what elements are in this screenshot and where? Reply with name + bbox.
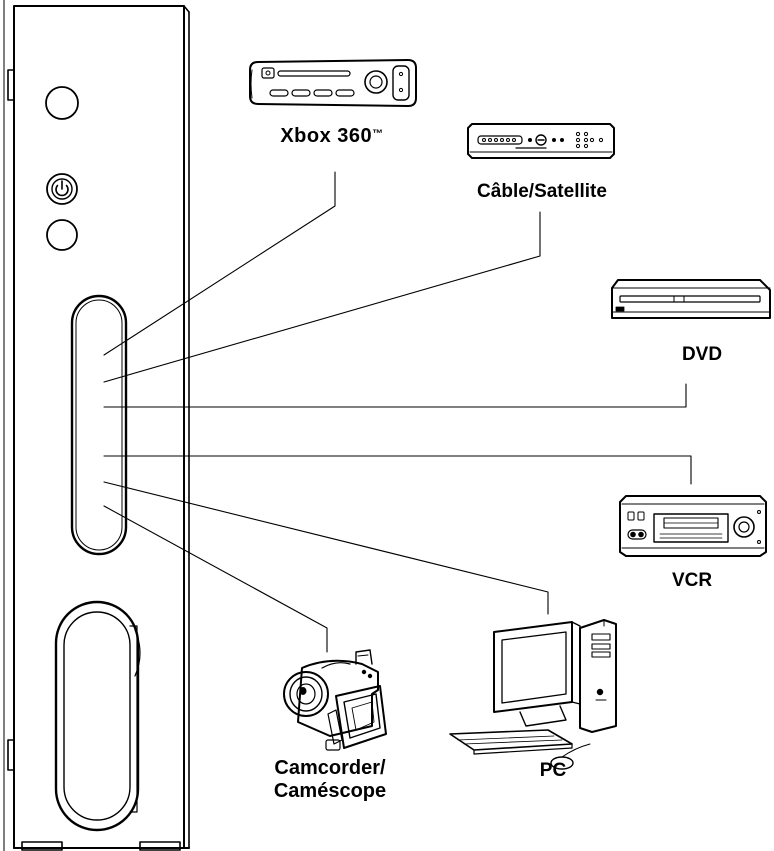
camcorder-label-line1: Camcorder/ — [274, 757, 386, 779]
vcr-icon — [619, 495, 767, 557]
vcr-label: VCR — [671, 570, 713, 591]
camcorder-connection-line — [103, 505, 328, 653]
camcorder-icon — [283, 649, 387, 751]
camcorder-label: Camcorder/ Caméscope — [238, 757, 422, 803]
front-port-panel — [70, 294, 128, 556]
eject-button[interactable] — [45, 86, 79, 120]
pc-connection-line — [103, 481, 549, 615]
vcr-connection-line — [103, 455, 692, 485]
cable-satellite-box-icon — [467, 123, 615, 159]
dvd-label: DVD — [681, 344, 723, 365]
cable-satellite-label: Câble/Satellite — [477, 181, 607, 202]
xbox-360-icon — [249, 59, 417, 107]
pc-label: PC — [539, 760, 567, 781]
cable-connection-line — [103, 211, 541, 383]
pc-computer-icon — [449, 619, 617, 770]
dvd-player-icon — [611, 279, 771, 319]
xbox-label-text: Xbox 360 — [280, 125, 373, 147]
camcorder-label-line2: Caméscope — [273, 780, 387, 802]
xbox-label: Xbox 360™ — [248, 125, 416, 147]
dvd-connection-line — [103, 383, 687, 408]
trademark-symbol: ™ — [372, 128, 384, 140]
round-button[interactable] — [46, 219, 78, 251]
disc-tray-slot — [54, 600, 141, 832]
power-button[interactable] — [46, 173, 78, 205]
xbox-connection-line — [103, 171, 336, 356]
console-tower — [3, 0, 190, 851]
